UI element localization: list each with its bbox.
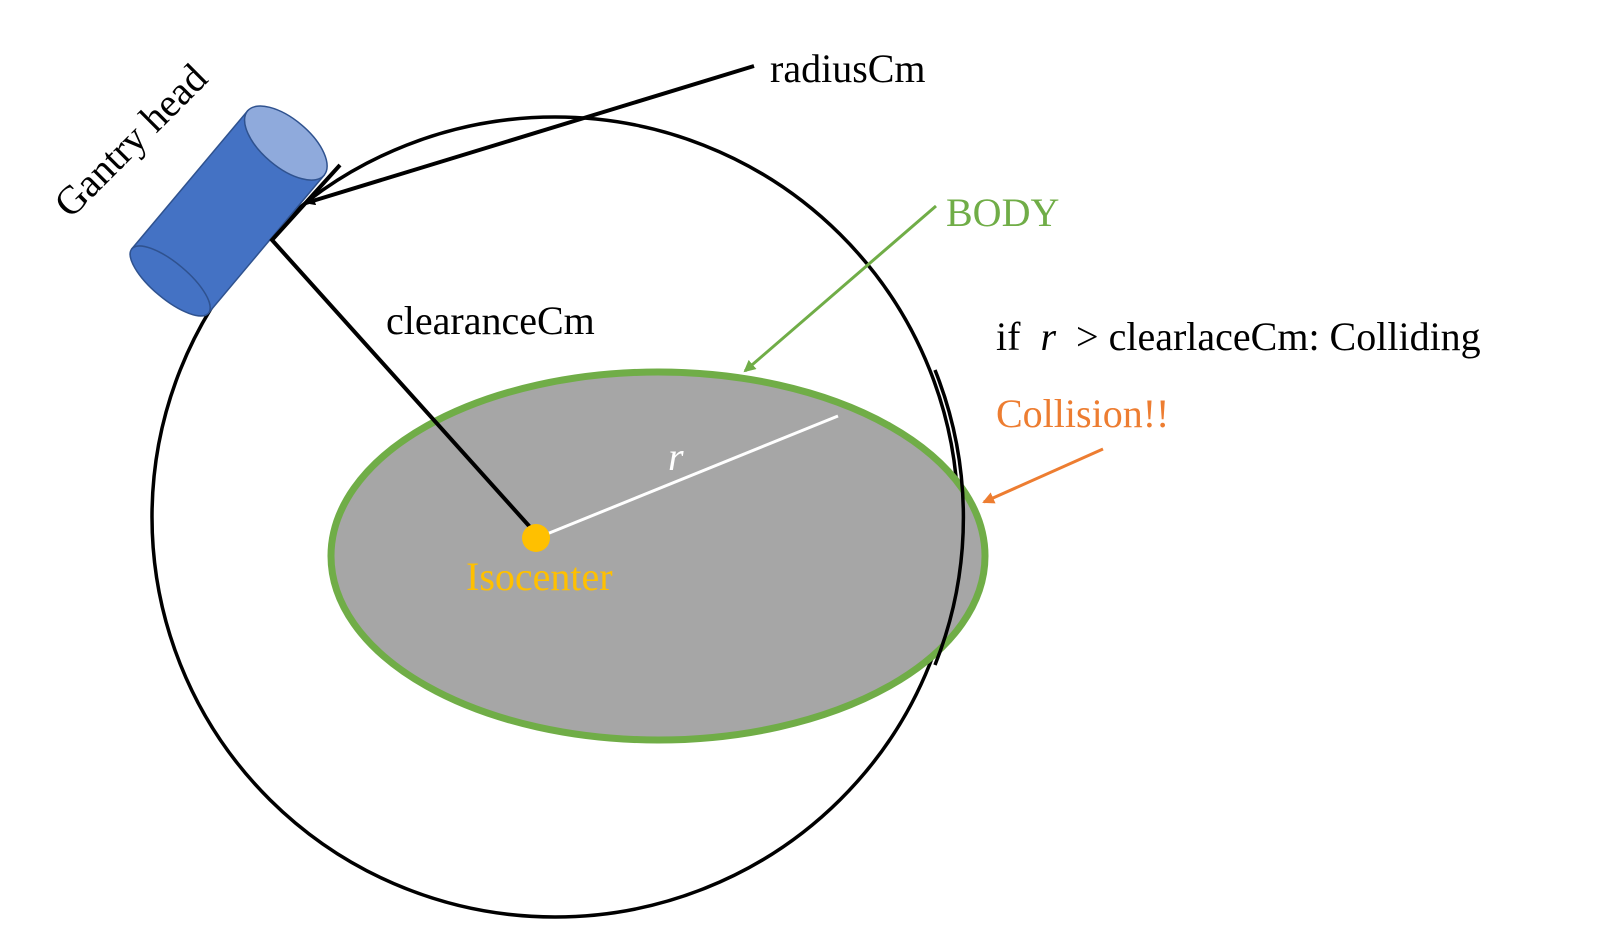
- condition-rest: > clearlaceCm: Colliding: [1076, 314, 1481, 359]
- radius-cm-label: radiusCm: [770, 46, 926, 91]
- radius-leader-line: [305, 64, 755, 206]
- collision-condition-text: if r > clearlaceCm: Colliding: [996, 314, 1481, 359]
- condition-var: r: [1040, 314, 1056, 359]
- condition-prefix: if: [996, 314, 1021, 359]
- isocenter-dot: [522, 524, 550, 552]
- body-ellipse: [327, 368, 989, 744]
- collision-arrow: [982, 447, 1104, 504]
- r-label: r: [668, 434, 684, 479]
- body-label: BODY: [946, 190, 1059, 235]
- r-radius-line: [536, 414, 839, 540]
- gantry-head-icon: [129, 105, 328, 317]
- clearance-cm-label: clearanceCm: [386, 298, 595, 343]
- clearance-line: [269, 163, 532, 529]
- body-arrow: [743, 204, 937, 373]
- gantry-head-face: [243, 105, 328, 181]
- clearance-circle-overlap: [933, 369, 966, 666]
- isocenter-label: Isocenter: [466, 554, 613, 599]
- collision-label: Collision!!: [996, 391, 1169, 436]
